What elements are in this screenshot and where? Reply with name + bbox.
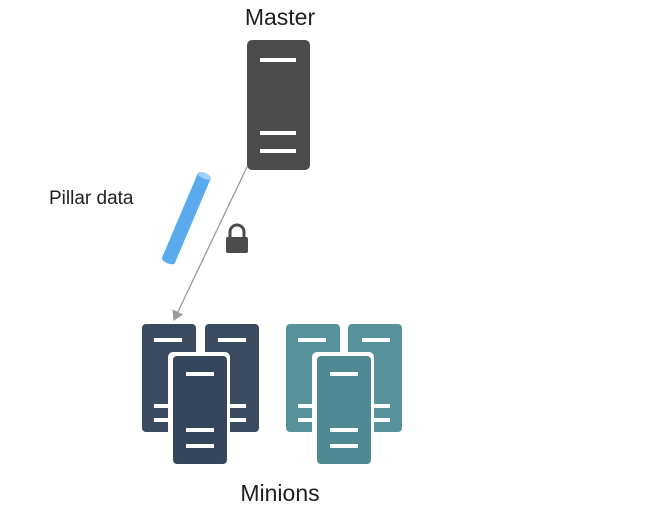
minion-server-icon — [168, 352, 230, 466]
master-server-slot — [260, 149, 296, 153]
minion-server-icon — [312, 352, 374, 466]
lock-icon — [226, 223, 248, 253]
minion-group-1 — [142, 324, 259, 466]
pillar-cylinder-bottom — [161, 256, 175, 265]
pillar-cylinder-body — [161, 173, 211, 264]
master-server-slot — [260, 58, 296, 62]
minion-group-2 — [286, 324, 402, 466]
minions-label: Minions — [240, 480, 320, 506]
master-server-body — [247, 40, 310, 170]
master-label: Master — [244, 4, 316, 30]
pillar-cylinder-top — [197, 171, 211, 180]
master-server-icon — [247, 40, 310, 170]
pillar-data-cylinder-icon — [161, 171, 211, 265]
master-server-slot — [260, 131, 296, 135]
pillar-data-label: Pillar data — [49, 188, 134, 209]
pillar-transfer-arrow — [172, 166, 248, 321]
